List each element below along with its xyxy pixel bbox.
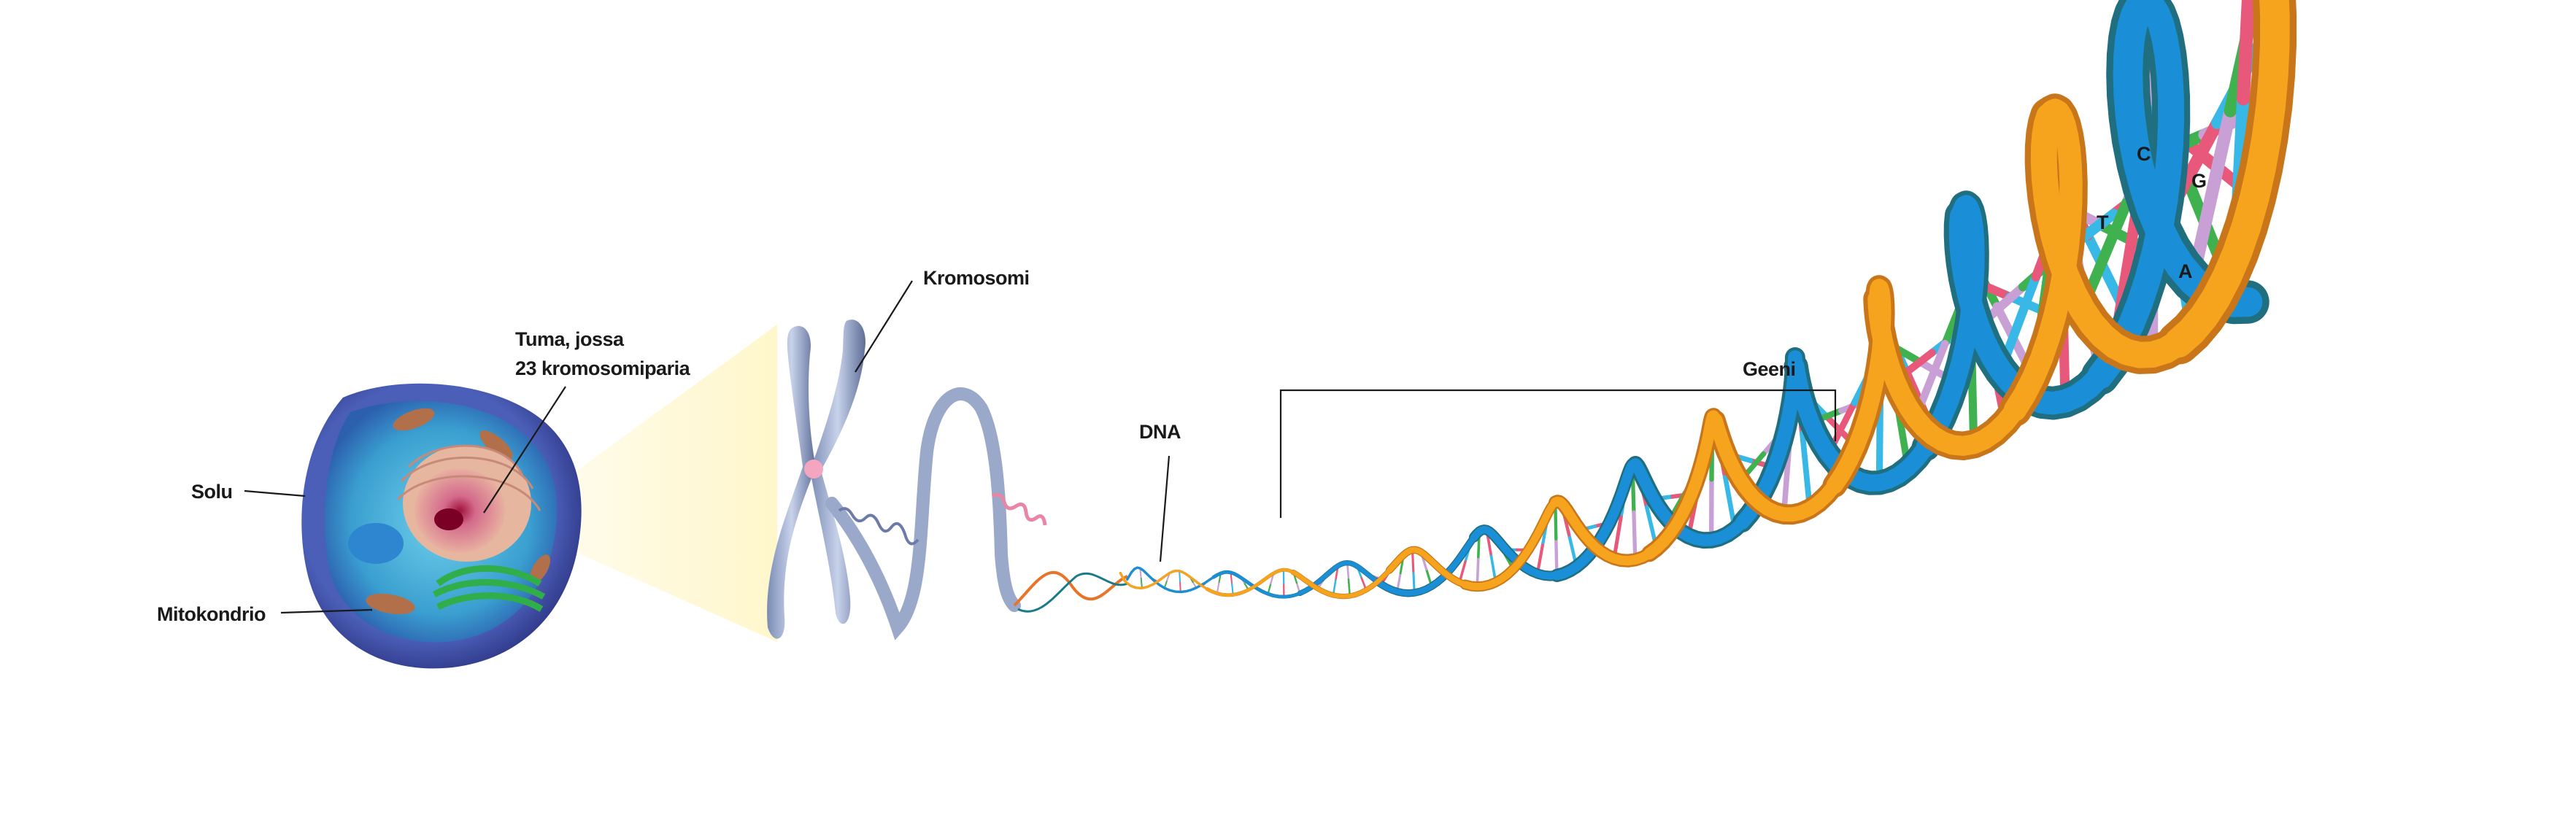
dna-strand-orange bbox=[1867, 289, 2026, 456]
chromosome bbox=[767, 319, 1047, 640]
base-pair-rung bbox=[1163, 579, 1168, 589]
dna-strand-orange bbox=[1291, 568, 1392, 599]
cell bbox=[301, 383, 582, 669]
base-pair-rung bbox=[1799, 430, 1813, 512]
base-letter-t: T bbox=[2097, 212, 2109, 233]
dna-strand-blue bbox=[1630, 458, 1748, 546]
mitochondrion bbox=[479, 430, 513, 460]
base-pair-rung bbox=[1612, 515, 1623, 561]
chromatin-fiber bbox=[825, 387, 1021, 640]
dna-strand-orange bbox=[1387, 546, 1468, 588]
mitochondrion bbox=[366, 593, 415, 615]
dna-strand-orange bbox=[1205, 568, 1295, 597]
dna-strand-blue bbox=[2087, 0, 2185, 390]
base-pair-rung bbox=[1139, 568, 1142, 579]
label-geeni: Geeni bbox=[1743, 358, 1796, 380]
geeni-bracket bbox=[1279, 389, 1837, 518]
chromosome-arm bbox=[767, 325, 816, 639]
base-pair-rung bbox=[2237, 0, 2255, 106]
base-pair-rung bbox=[1632, 510, 1638, 562]
dna-strand-blue bbox=[1551, 459, 1640, 581]
base-pair-rung bbox=[2186, 104, 2237, 287]
base-pair-rung bbox=[1231, 583, 1234, 596]
kromosomi-leader bbox=[855, 280, 913, 373]
dna-strand-blue bbox=[1126, 566, 1215, 594]
label-tuma-line2: 23 kromosomiparia bbox=[515, 357, 691, 379]
chromosome-arm bbox=[810, 319, 865, 624]
mitochondrion bbox=[393, 408, 435, 431]
dna-strand-blue bbox=[1297, 560, 1379, 596]
nucleus bbox=[414, 468, 505, 553]
label-solu: Solu bbox=[191, 481, 233, 503]
mitokondrio-leader bbox=[280, 608, 373, 614]
dna-strand-orange bbox=[1119, 569, 1208, 590]
vacuole bbox=[348, 523, 404, 564]
dna-strand-orange bbox=[1708, 413, 1843, 522]
dna-strand-blue bbox=[1948, 204, 2112, 415]
golgi-apparatus bbox=[432, 565, 546, 612]
solu-leader bbox=[244, 489, 306, 497]
label-tuma-line1: Tuma, jossa bbox=[515, 328, 625, 350]
centromere bbox=[804, 460, 823, 479]
mitochondrion bbox=[530, 554, 550, 584]
nucleolus bbox=[434, 508, 463, 530]
base-letter-c: C bbox=[2137, 143, 2151, 165]
dna-double-helix bbox=[1119, 0, 2297, 600]
base-letter-a: A bbox=[2178, 260, 2193, 282]
dna-strand-orange bbox=[2030, 103, 2192, 368]
dna-thread bbox=[1013, 570, 1128, 607]
base-letter-g: G bbox=[2191, 170, 2207, 192]
chromatin-coil bbox=[838, 507, 919, 546]
base-pair-rung bbox=[1179, 581, 1181, 593]
dna-strand-orange bbox=[1550, 496, 1655, 566]
dna-strand-blue bbox=[1373, 534, 1477, 597]
label-kromosomi: Kromosomi bbox=[923, 267, 1030, 289]
chromatin-coil bbox=[991, 492, 1047, 526]
dna-thread bbox=[1017, 572, 1128, 613]
tuma-leader bbox=[483, 386, 566, 514]
base-pair-rung bbox=[1347, 578, 1351, 597]
dna-strand-orange bbox=[2164, 0, 2290, 358]
label-dna: DNA bbox=[1139, 421, 1181, 443]
base-pair-rung bbox=[1535, 541, 1545, 576]
endoplasmic-reticulum bbox=[396, 444, 541, 511]
base-pair-rung bbox=[1140, 577, 1143, 589]
dna-strand-blue bbox=[1735, 350, 1803, 530]
dna-leader bbox=[1159, 455, 1171, 562]
zoom-beam bbox=[507, 325, 777, 642]
base-pair-rung bbox=[1179, 570, 1181, 583]
dna-strand-orange bbox=[1461, 498, 1559, 591]
base-pair-rung bbox=[1346, 562, 1350, 581]
dna-strand-blue bbox=[1211, 570, 1302, 599]
label-mitokondrio: Mitokondrio bbox=[157, 603, 266, 625]
dna-strand-blue bbox=[1470, 525, 1561, 580]
